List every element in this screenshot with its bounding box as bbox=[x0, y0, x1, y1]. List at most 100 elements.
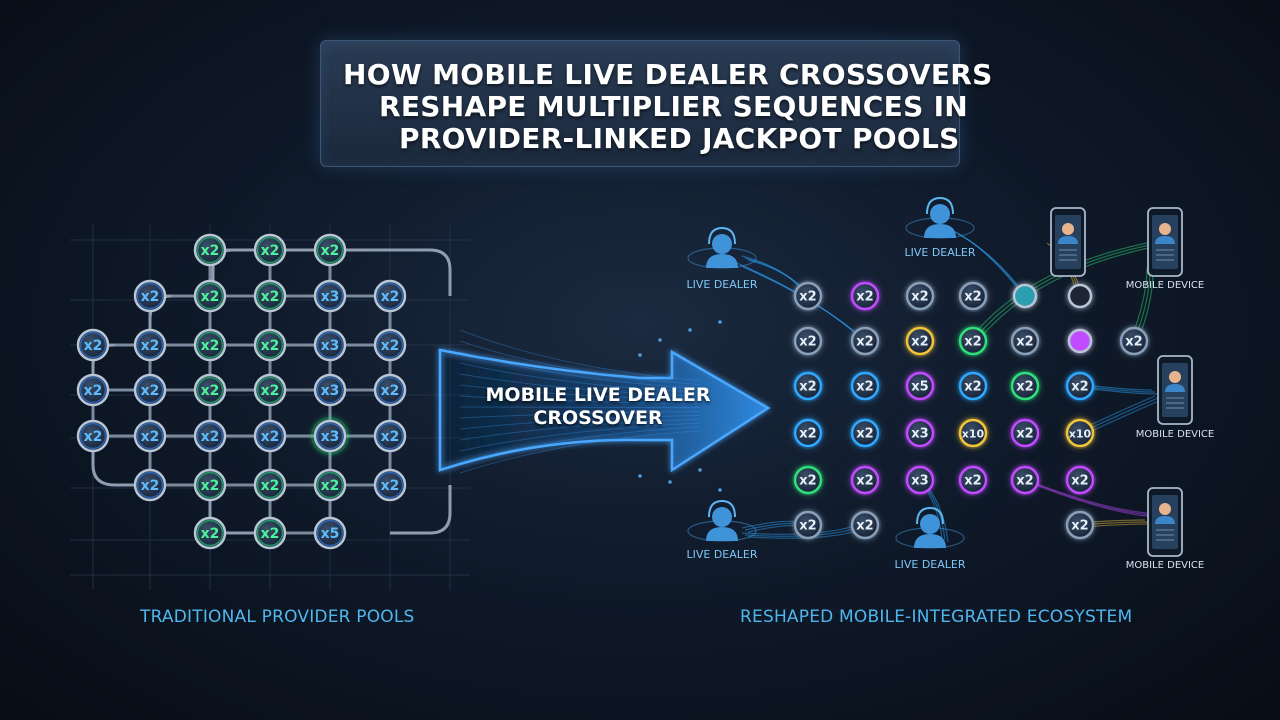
node-label: x3 bbox=[321, 383, 340, 399]
title-line-2: RESHAPE MULTIPLIER SEQUENCES IN bbox=[379, 90, 969, 123]
pool-node: x3 bbox=[311, 417, 349, 455]
headset-icon bbox=[920, 514, 940, 534]
pool-node: x2 bbox=[1064, 464, 1096, 496]
live-dealer-label: LIVE DEALER bbox=[894, 558, 965, 571]
pool-node: x2 bbox=[1118, 325, 1150, 357]
live-dealer-label: LIVE DEALER bbox=[686, 548, 757, 561]
pool-node: x2 bbox=[373, 328, 407, 362]
pool-node: x2 bbox=[373, 419, 407, 453]
headset-icon bbox=[930, 204, 950, 224]
pool-node: x2 bbox=[957, 464, 989, 496]
node-label: x2 bbox=[856, 519, 873, 534]
title-line-1: HOW MOBILE LIVE DEALER CROSSOVERS bbox=[343, 58, 993, 91]
pool-node-empty bbox=[1067, 283, 1093, 309]
pool-node: x10 bbox=[957, 417, 989, 449]
node-label: x2 bbox=[856, 474, 873, 489]
pool-node: x2 bbox=[253, 328, 287, 362]
node-label: x2 bbox=[799, 380, 816, 395]
node-label: x2 bbox=[381, 429, 400, 445]
node-label: x2 bbox=[201, 383, 220, 399]
pool-node: x2 bbox=[792, 370, 824, 402]
node-label: x2 bbox=[261, 338, 280, 354]
node-label: x2 bbox=[799, 474, 816, 489]
title-line-3: PROVIDER-LINKED JACKPOT POOLS bbox=[399, 122, 960, 155]
pool-node: x2 bbox=[792, 509, 824, 541]
mobile-phone-icon bbox=[1050, 207, 1086, 277]
pool-node: x2 bbox=[313, 233, 347, 267]
spark-dot bbox=[718, 320, 722, 324]
pool-node: x2 bbox=[193, 279, 227, 313]
mobile-device-label: MOBILE DEVICE bbox=[1126, 560, 1205, 571]
node-label: x2 bbox=[964, 380, 981, 395]
live-dealer-label: LIVE DEALER bbox=[904, 246, 975, 259]
flow-line bbox=[459, 414, 701, 430]
flow-line bbox=[1027, 481, 1154, 518]
pool-node: x2 bbox=[133, 419, 167, 453]
pool-node: x5 bbox=[313, 516, 347, 550]
spark-dot bbox=[718, 488, 722, 492]
pool-node: x2 bbox=[133, 279, 167, 313]
node-label: x2 bbox=[856, 427, 873, 442]
spark-dot bbox=[638, 353, 642, 357]
spark-dot bbox=[688, 328, 692, 332]
node-label: x2 bbox=[381, 338, 400, 354]
right-caption: RESHAPED MOBILE-INTEGRATED ECOSYSTEM bbox=[740, 607, 1133, 627]
node-label: x5 bbox=[321, 526, 340, 542]
pool-node: x2 bbox=[1009, 417, 1041, 449]
arrow-label: MOBILE LIVE DEALER CROSSOVER bbox=[478, 384, 718, 430]
flow-line bbox=[1024, 479, 1151, 516]
node-label: x2 bbox=[261, 383, 280, 399]
flow-line bbox=[459, 351, 701, 389]
node-label: x2 bbox=[964, 290, 981, 305]
node-label: x2 bbox=[261, 478, 280, 494]
pool-node: x2 bbox=[849, 417, 881, 449]
flow-line bbox=[459, 418, 701, 441]
node-label: x2 bbox=[1016, 335, 1033, 350]
pool-node: x10 bbox=[1064, 417, 1096, 449]
node-label: x2 bbox=[321, 243, 340, 259]
pool-node: x2 bbox=[193, 233, 227, 267]
node-label: x3 bbox=[911, 427, 928, 442]
mobile-phone-icon bbox=[1147, 207, 1183, 277]
flow-line bbox=[459, 406, 701, 409]
pool-node: x2 bbox=[76, 419, 110, 453]
node-label: x2 bbox=[141, 338, 160, 354]
pool-node: x2 bbox=[792, 325, 824, 357]
node-label: x2 bbox=[201, 526, 220, 542]
pool-node: x2 bbox=[133, 468, 167, 502]
node-label: x2 bbox=[84, 383, 103, 399]
pool-node: x2 bbox=[792, 280, 824, 312]
node-label: x2 bbox=[201, 429, 220, 445]
live-dealer: LIVE DEALER bbox=[686, 499, 758, 561]
spark-dot bbox=[658, 338, 662, 342]
pool-node: x2 bbox=[253, 419, 287, 453]
pool-node: x2 bbox=[193, 328, 227, 362]
pool-node: x2 bbox=[849, 509, 881, 541]
node-label: x2 bbox=[1016, 474, 1033, 489]
mobile-phone-icon bbox=[1147, 487, 1183, 557]
pool-node: x2 bbox=[957, 280, 989, 312]
pool-node: x2 bbox=[904, 325, 936, 357]
node-label: x2 bbox=[381, 478, 400, 494]
node-label: x3 bbox=[911, 474, 928, 489]
spark-dot bbox=[698, 468, 702, 472]
right-grid-connections bbox=[806, 294, 1082, 527]
flow-line bbox=[459, 384, 701, 401]
pool-node: x2 bbox=[76, 328, 110, 362]
node-label: x2 bbox=[84, 429, 103, 445]
node-label: x2 bbox=[799, 335, 816, 350]
pool-node: x2 bbox=[253, 373, 287, 407]
node-label: x2 bbox=[141, 383, 160, 399]
flow-line bbox=[459, 422, 701, 452]
grid-frame bbox=[390, 485, 452, 535]
spark-dot bbox=[668, 480, 672, 484]
pool-node: x2 bbox=[849, 280, 881, 312]
node-label: x2 bbox=[1125, 335, 1142, 350]
pool-node: x2 bbox=[792, 464, 824, 496]
node-label: x3 bbox=[321, 429, 340, 445]
live-dealer: LIVE DEALER bbox=[904, 196, 976, 259]
node-label: x2 bbox=[799, 427, 816, 442]
node-label: x2 bbox=[201, 478, 220, 494]
